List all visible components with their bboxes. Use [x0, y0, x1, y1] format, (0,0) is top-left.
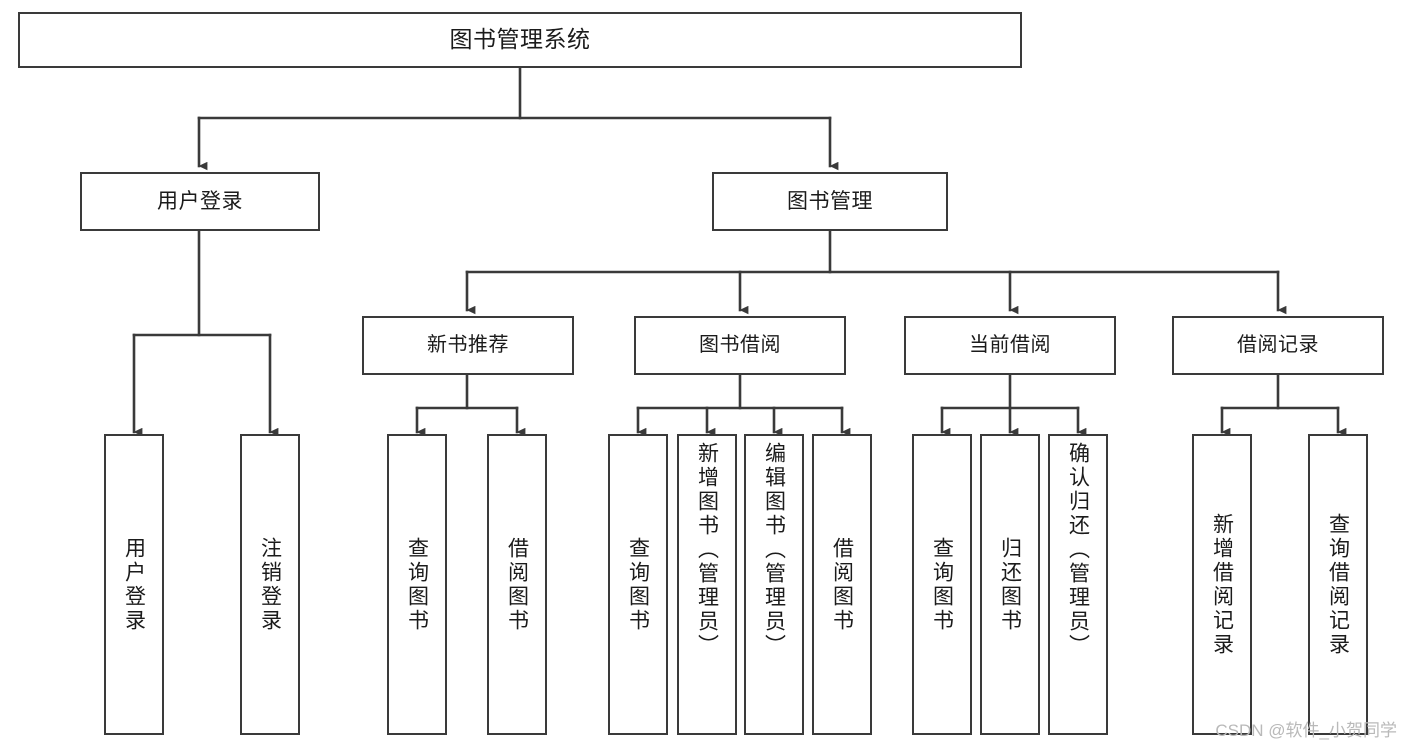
- watermark: CSDN @软件_小贺同学: [1215, 716, 1397, 741]
- node-root[interactable]: 图书管理系统: [18, 12, 1022, 68]
- leaf-borrow-3[interactable]: 编辑图书（管理员）: [744, 434, 804, 735]
- leaf-new-books-2[interactable]: 借阅图书: [487, 434, 547, 735]
- node-group-borrow[interactable]: 图书借阅: [634, 316, 846, 375]
- node-user-login-label: 用户登录: [157, 189, 243, 213]
- leaf-borrow-2-label: 新增图书（管理员）: [695, 442, 719, 658]
- leaf-records-1[interactable]: 新增借阅记录: [1192, 434, 1252, 735]
- leaf-borrow-1-label: 查询图书: [626, 536, 650, 633]
- leaf-records-2-label: 查询借阅记录: [1326, 512, 1350, 657]
- watermark-text: CSDN @软件_小贺同学: [1215, 721, 1397, 740]
- leaf-borrow-4-label: 借阅图书: [830, 536, 854, 633]
- node-user-login[interactable]: 用户登录: [80, 172, 320, 231]
- leaf-current-3[interactable]: 确认归还（管理员）: [1048, 434, 1108, 735]
- node-book-manage[interactable]: 图书管理: [712, 172, 948, 231]
- leaf-current-1[interactable]: 查询图书: [912, 434, 972, 735]
- leaf-user-login-1-label: 用户登录: [122, 536, 146, 633]
- node-group-new-books[interactable]: 新书推荐: [362, 316, 574, 375]
- leaf-borrow-3-label: 编辑图书（管理员）: [762, 442, 786, 658]
- node-group-new-books-label: 新书推荐: [427, 334, 509, 357]
- node-group-current[interactable]: 当前借阅: [904, 316, 1116, 375]
- leaf-current-3-label: 确认归还（管理员）: [1066, 442, 1090, 658]
- leaf-new-books-1[interactable]: 查询图书: [387, 434, 447, 735]
- leaf-borrow-4[interactable]: 借阅图书: [812, 434, 872, 735]
- leaf-new-books-1-label: 查询图书: [405, 536, 429, 633]
- leaf-user-login-2[interactable]: 注销登录: [240, 434, 300, 735]
- node-group-borrow-label: 图书借阅: [699, 334, 781, 357]
- node-group-records[interactable]: 借阅记录: [1172, 316, 1384, 375]
- leaf-borrow-2[interactable]: 新增图书（管理员）: [677, 434, 737, 735]
- leaf-current-1-label: 查询图书: [930, 536, 954, 633]
- leaf-records-1-label: 新增借阅记录: [1210, 512, 1234, 657]
- node-group-current-label: 当前借阅: [969, 334, 1051, 357]
- leaf-borrow-1[interactable]: 查询图书: [608, 434, 668, 735]
- node-group-records-label: 借阅记录: [1237, 334, 1319, 357]
- leaf-current-2[interactable]: 归还图书: [980, 434, 1040, 735]
- leaf-records-2[interactable]: 查询借阅记录: [1308, 434, 1368, 735]
- leaf-user-login-1[interactable]: 用户登录: [104, 434, 164, 735]
- leaf-new-books-2-label: 借阅图书: [505, 536, 529, 633]
- leaf-current-2-label: 归还图书: [998, 536, 1022, 633]
- node-root-label: 图书管理系统: [449, 26, 591, 53]
- leaf-user-login-2-label: 注销登录: [258, 536, 282, 633]
- node-book-manage-label: 图书管理: [787, 189, 873, 213]
